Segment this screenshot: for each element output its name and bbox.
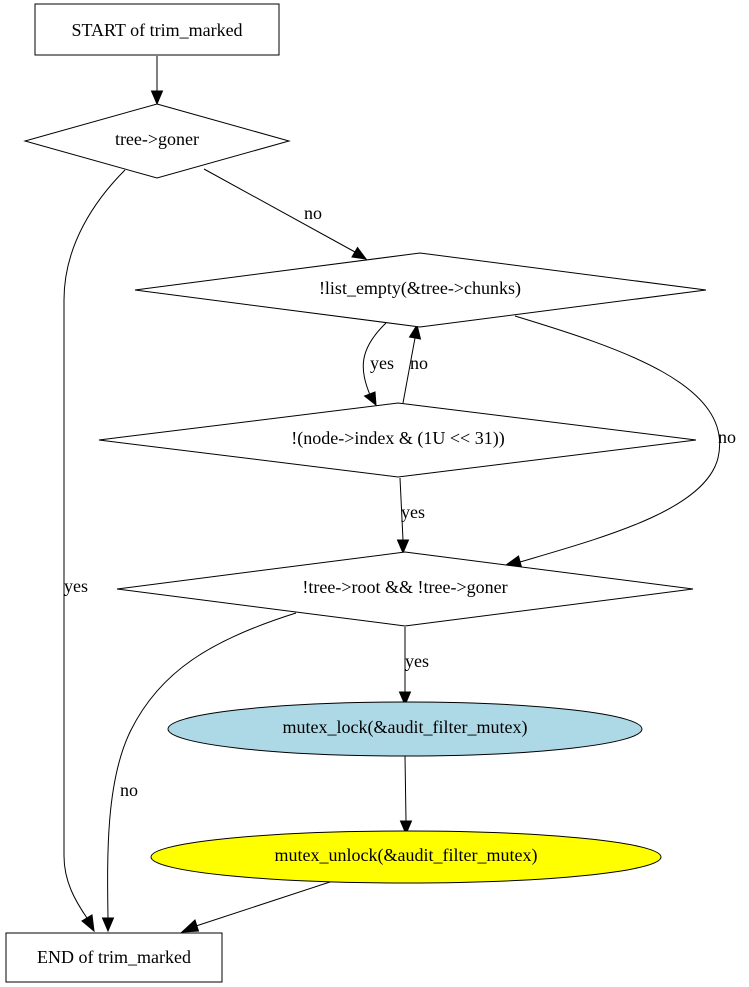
node-cond-root-label: !tree->root && !tree->goner — [302, 577, 507, 597]
edge-list-yes: yes — [362, 322, 394, 407]
edge-root-no: no — [101, 612, 297, 933]
edge-label-index-yes: yes — [401, 502, 425, 522]
edge-goner-no: no — [203, 168, 368, 260]
node-mutex-unlock: mutex_unlock(&audit_filter_mutex) — [150, 830, 662, 884]
node-mutex-lock-label: mutex_lock(&audit_filter_mutex) — [283, 717, 528, 738]
edge-index-yes: yes — [396, 477, 425, 555]
edge-label-list-no: no — [718, 427, 736, 447]
node-cond-index-label: !(node->index & (1U << 31)) — [291, 428, 504, 449]
node-cond-goner-label: tree->goner — [115, 129, 199, 149]
edge-root-yes: yes — [398, 627, 429, 707]
node-start-label: START of trim_marked — [71, 20, 242, 40]
node-mutex-unlock-label: mutex_unlock(&audit_filter_mutex) — [275, 845, 538, 866]
edge-label-list-yes: yes — [370, 353, 394, 373]
edge-start-to-goner — [150, 56, 164, 106]
node-end-label: END of trim_marked — [37, 947, 191, 967]
edge-label-root-no: no — [120, 780, 138, 800]
edge-label-goner-yes: yes — [64, 576, 88, 596]
edge-lock-to-unlock — [399, 755, 413, 836]
edge-unlock-to-end — [180, 880, 334, 933]
edge-label-root-yes: yes — [405, 651, 429, 671]
node-end: END of trim_marked — [5, 932, 223, 983]
edge-index-no: no — [402, 323, 428, 404]
node-start: START of trim_marked — [34, 3, 280, 56]
edge-goner-yes: yes — [63, 169, 126, 933]
node-cond-list-empty-label: !list_empty(&tree->chunks) — [319, 278, 521, 299]
node-cond-root: !tree->root && !tree->goner — [116, 551, 694, 627]
node-mutex-lock: mutex_lock(&audit_filter_mutex) — [167, 701, 643, 757]
edge-label-goner-no: no — [304, 203, 322, 223]
edge-label-index-no: no — [410, 353, 428, 373]
node-cond-list-empty: !list_empty(&tree->chunks) — [134, 252, 707, 328]
node-cond-index: !(node->index & (1U << 31)) — [98, 402, 697, 478]
node-cond-goner: tree->goner — [23, 103, 291, 179]
